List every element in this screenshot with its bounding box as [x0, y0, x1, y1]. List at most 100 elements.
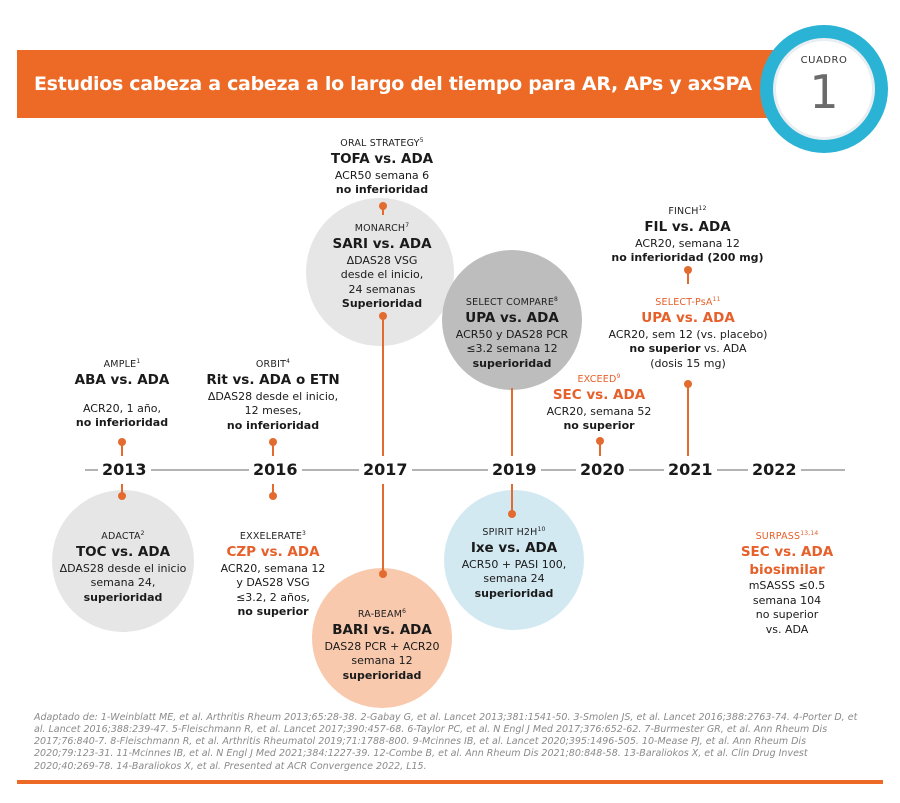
study-result: superioridad — [342, 668, 422, 682]
timeline-axis — [85, 469, 845, 471]
study-name: EXCEED9 — [577, 373, 621, 386]
study-result: superioridad — [472, 356, 552, 370]
study-detail: ACR50 + PASI 100, — [461, 557, 567, 571]
study-name: SURPASS13,14 — [755, 530, 819, 543]
year-label: 2021 — [664, 460, 717, 479]
study-detail: ACR20, semana 12 — [220, 561, 326, 575]
study-comparison: TOC vs. ADA — [75, 543, 171, 560]
study-name: ORAL STRATEGY5 — [340, 137, 424, 150]
study-name: ORBIT4 — [255, 358, 291, 371]
study-detail: ACR20, semana 12 — [635, 236, 740, 250]
study-name: SELECT-PsA11 — [655, 296, 721, 309]
connector-dot — [379, 312, 387, 320]
study-detail: ACR50 semana 6 — [334, 168, 430, 182]
connector-dot — [269, 492, 277, 500]
year-label: 2020 — [576, 460, 629, 479]
study-name: SELECT COMPARE8 — [465, 296, 559, 309]
connector-ample — [121, 442, 123, 456]
study-detail: ΔDAS28 desde el inicio — [59, 561, 187, 575]
circle-adacta — [52, 490, 194, 632]
study-exxelerate: EXXELERATE3 CZP vs. ADA ACR20, semana 12… — [205, 530, 341, 620]
connector-select-psa — [687, 384, 689, 456]
study-adacta: ADACTA2 TOC vs. ADA ΔDAS28 desde el inic… — [52, 530, 194, 605]
references: Adaptado de: 1-Weinblatt ME, et al. Arth… — [34, 712, 858, 772]
study-comparison: ABA vs. ADA — [74, 371, 170, 388]
circle-select-compare — [442, 250, 582, 390]
study-name: FINCH12 — [668, 205, 707, 218]
study-name: AMPLE1 — [103, 358, 141, 371]
footer-bar — [17, 780, 883, 784]
study-detail: ACR20, semana 52 — [546, 404, 652, 418]
connector-orbit — [272, 442, 274, 456]
connector-select-compare — [511, 388, 513, 456]
study-detail: y DAS28 VSG — [236, 576, 310, 590]
study-comparison: CZP vs. ADA — [226, 543, 320, 560]
connector-dot — [508, 510, 516, 518]
study-detail: vs. ADA — [765, 622, 809, 636]
connector-adacta — [121, 484, 123, 498]
study-name: EXXELERATE3 — [239, 530, 307, 543]
study-result: no superior vs. ADA — [629, 342, 747, 356]
study-ample: AMPLE1 ABA vs. ADA ACR20, 1 año, no infe… — [52, 358, 192, 431]
connector-dot — [596, 437, 604, 445]
study-detail: (dosis 15 mg) — [650, 356, 726, 370]
study-orbit: ORBIT4 Rit vs. ADA o ETN ΔDAS28 desde el… — [192, 358, 354, 433]
study-detail: semana 24, — [90, 576, 156, 590]
connector-oral-strategy — [382, 205, 384, 215]
study-detail: ACR20, sem 12 (vs. placebo) — [608, 327, 768, 341]
study-comparison-2: biosimilar — [749, 561, 825, 578]
badge-number: 1 — [809, 65, 839, 119]
connector-dot — [684, 266, 692, 274]
connector-dot — [269, 438, 277, 446]
study-detail: semana 104 — [752, 593, 822, 607]
study-comparison: UPA vs. ADA — [641, 309, 735, 326]
study-comparison: TOFA vs. ADA — [330, 150, 434, 167]
year-label: 2019 — [488, 460, 541, 479]
connector-exceed — [599, 441, 601, 456]
study-result: no inferioridad — [335, 183, 429, 197]
connector-dot — [118, 492, 126, 500]
connector-dot — [379, 202, 387, 210]
connector-finch — [687, 270, 689, 284]
study-name: MONARCH7 — [354, 222, 410, 235]
year-label: 2017 — [359, 460, 412, 479]
study-comparison: SEC vs. ADA — [552, 386, 646, 403]
study-result: no inferioridad — [75, 416, 169, 430]
study-detail: ACR20, 1 año, — [82, 401, 162, 415]
connector-dot — [684, 380, 692, 388]
study-detail: desde el inicio, — [340, 268, 424, 282]
study-comparison: FIL vs. ADA — [644, 218, 731, 235]
study-result: no inferioridad — [226, 418, 320, 432]
study-detail: semana 24 — [483, 572, 545, 586]
study-name: RA-BEAM6 — [357, 608, 407, 621]
study-result: superioridad — [83, 590, 163, 604]
header-bar — [17, 50, 817, 118]
study-select-compare: SELECT COMPARE8 UPA vs. ADA ACR50 y DAS2… — [444, 296, 580, 371]
study-detail: mSASSS ≤0.5 — [748, 579, 826, 593]
year-label: 2016 — [249, 460, 302, 479]
study-result: no superior — [563, 419, 635, 433]
study-detail: 24 semanas — [348, 282, 416, 296]
study-comparison: BARI vs. ADA — [332, 621, 432, 638]
study-select-psa: SELECT-PsA11 UPA vs. ADA ACR20, sem 12 (… — [590, 296, 786, 371]
connector-dot — [379, 570, 387, 578]
badge — [773, 38, 875, 140]
connector-monarch — [382, 316, 384, 456]
study-name: SPIRIT H2H10 — [482, 526, 546, 539]
year-label: 2013 — [98, 460, 151, 479]
circle-monarch — [306, 198, 454, 346]
connector-exxelerate — [272, 484, 274, 498]
connector-dot — [118, 438, 126, 446]
study-result: no inferioridad (200 mg) — [611, 251, 764, 265]
badge-label: CUADRO — [800, 55, 848, 66]
study-name: ADACTA2 — [101, 530, 145, 543]
page-title: Estudios cabeza a cabeza a lo largo del … — [34, 73, 752, 95]
study-detail: ΔDAS28 VSG — [346, 253, 418, 267]
study-result: no superior — [237, 605, 309, 619]
study-ra-beam: RA-BEAM6 BARI vs. ADA DAS28 PCR + ACR20 … — [312, 608, 452, 683]
connector-spirit — [511, 484, 513, 514]
study-comparison: Ixe vs. ADA — [470, 539, 558, 556]
study-monarch: MONARCH7 SARI vs. ADA ΔDAS28 VSG desde e… — [312, 222, 452, 312]
study-surpass: SURPASS13,14 SEC vs. ADA biosimilar mSAS… — [712, 530, 862, 637]
study-detail: ≤3.2 semana 12 — [466, 342, 558, 356]
